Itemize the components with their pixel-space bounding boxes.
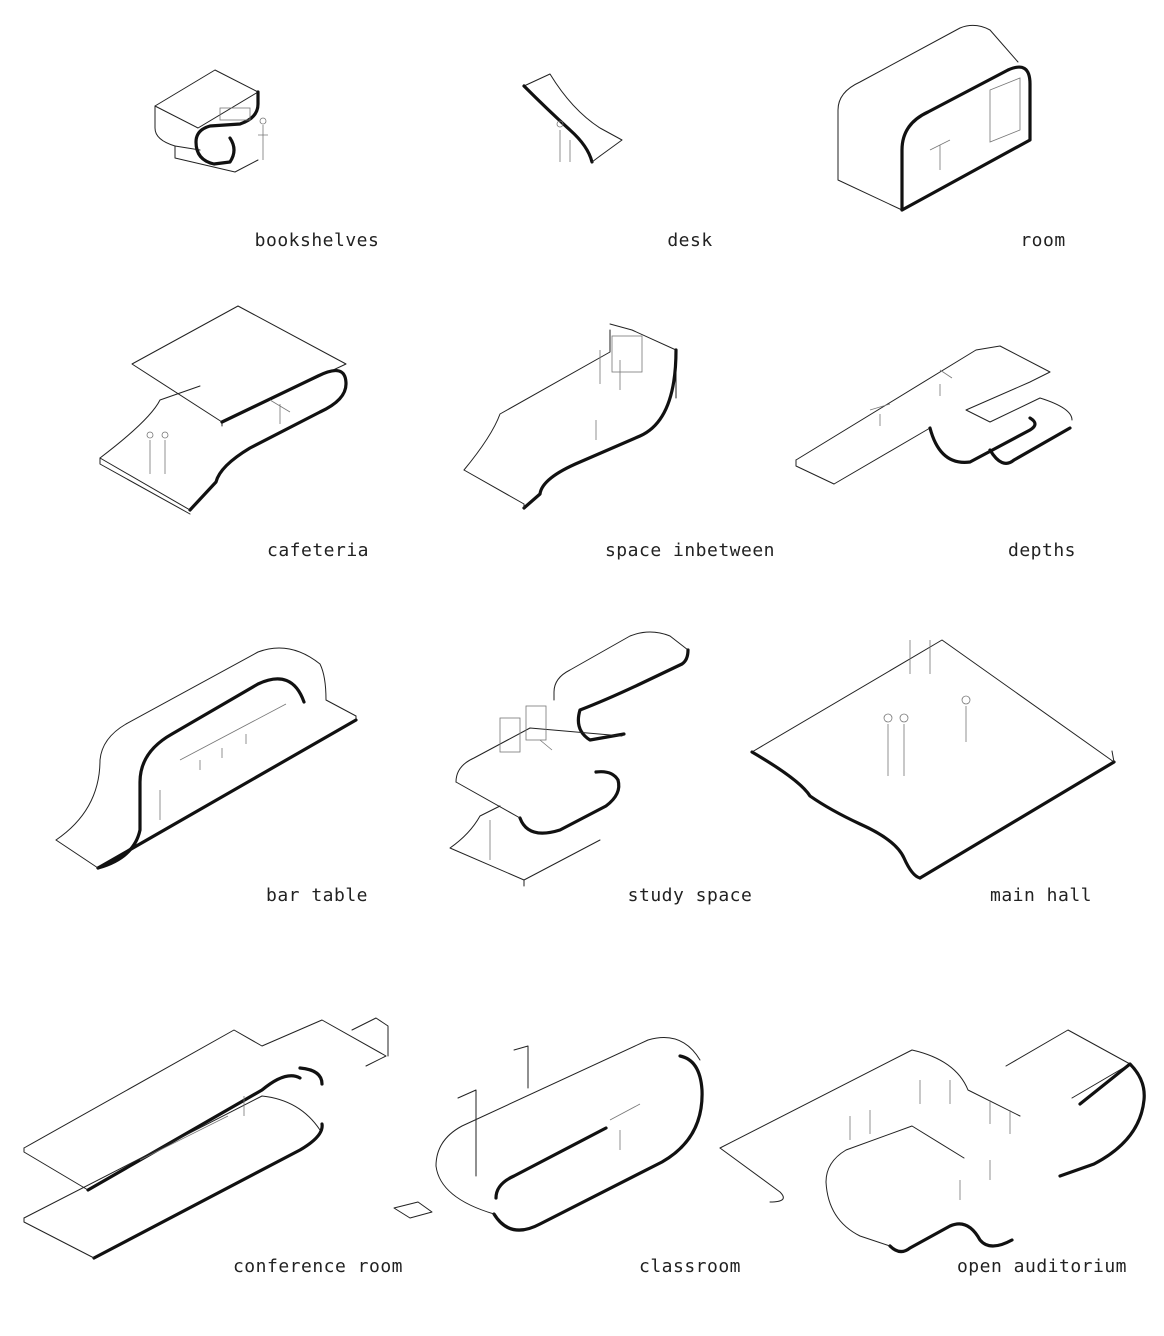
main-hall-drawing — [750, 639, 1116, 880]
open-auditorium-drawing — [719, 1029, 1146, 1254]
room-drawing — [837, 24, 1032, 212]
bookshelves-drawing — [154, 69, 268, 173]
label-study-space: study space — [627, 885, 753, 906]
label-desk: desk — [667, 230, 713, 251]
label-bar-table: bar table — [265, 885, 369, 906]
cafeteria-drawing — [99, 305, 348, 515]
study-space-drawing — [449, 631, 690, 887]
desk-drawing — [522, 73, 623, 164]
label-depths: depths — [1007, 540, 1077, 561]
label-open-auditorium: open auditorium — [956, 1256, 1128, 1277]
label-classroom: classroom — [638, 1256, 742, 1277]
label-cafeteria: cafeteria — [266, 540, 370, 561]
label-room: room — [1020, 230, 1066, 251]
space-inbetween-drawing — [463, 323, 678, 510]
classroom-drawing — [393, 1037, 704, 1232]
label-conference-room: conference room — [232, 1256, 404, 1277]
label-space-inbetween: space inbetween — [604, 540, 776, 561]
depths-drawing — [795, 345, 1073, 485]
bar-table-drawing — [55, 647, 358, 870]
label-main-hall: main hall — [989, 885, 1093, 906]
label-bookshelves: bookshelves — [254, 230, 380, 251]
conference-room-drawing — [23, 1017, 389, 1260]
